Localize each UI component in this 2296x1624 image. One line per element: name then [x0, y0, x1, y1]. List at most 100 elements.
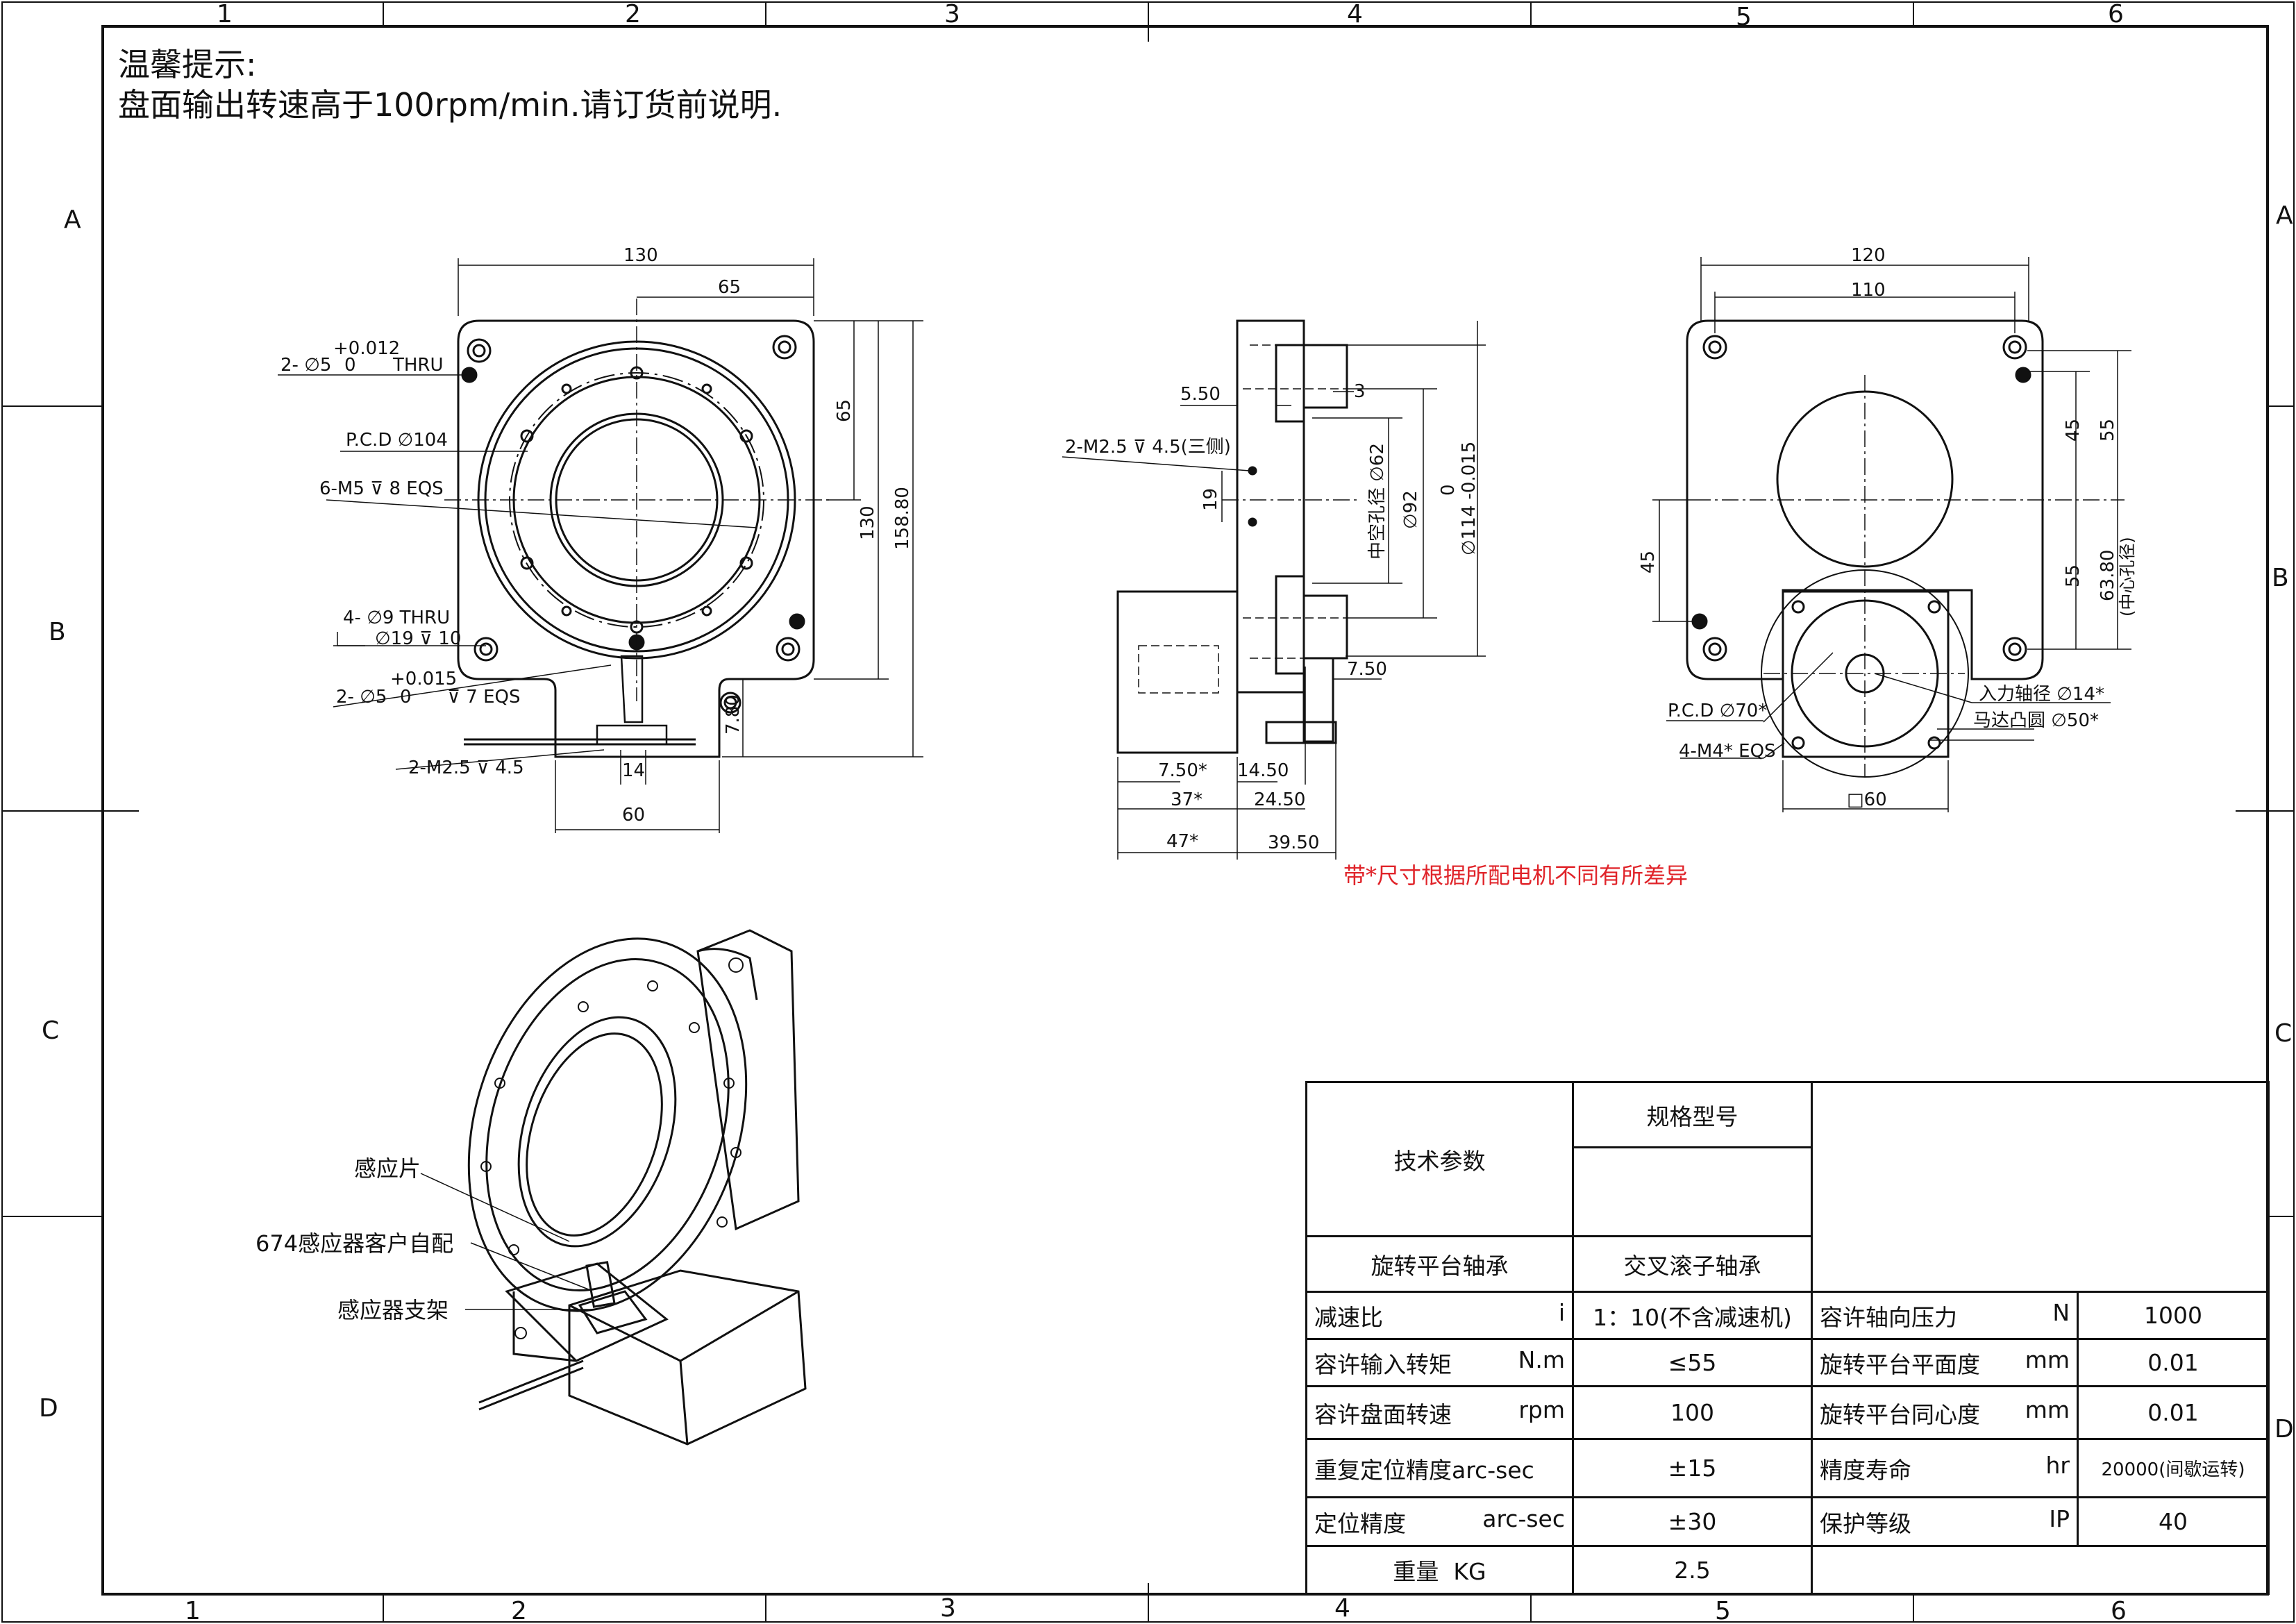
col-label: 4	[1347, 0, 1363, 28]
dim-37: 37*	[1171, 789, 1203, 810]
dim-780: 7.80	[723, 694, 744, 735]
dim-m5: 6-M5 ⊽ 8 EQS	[319, 478, 444, 499]
dim-square-60: □60	[1847, 789, 1887, 810]
dim-right-65: 65	[834, 399, 855, 422]
spec-row-value: 0.01	[2077, 1385, 2270, 1440]
row-label: C	[2274, 1019, 2292, 1048]
blank-title-cell	[1811, 1081, 2270, 1292]
front-view-dimensions: 130 65 +0.012 2- ∅5 0 THRU P.C.D ∅104 6-…	[280, 245, 913, 826]
unit-text: arc-sec	[1482, 1505, 1565, 1532]
blank-footer-cell	[1811, 1545, 2270, 1595]
dim-counterbore: ∅19 ⊽ 10	[375, 628, 461, 649]
dim-nine-thru: 4- ∅9 THRU	[343, 608, 450, 628]
label-text: 保护等级	[1820, 1509, 1911, 1537]
label-text: 容许轴向压力	[1820, 1303, 1957, 1331]
dim-750-right: 7.50	[1347, 659, 1387, 680]
col-label: 2	[511, 1597, 527, 1624]
dim-114-top: 0	[1438, 484, 1459, 496]
frame-labels: 1 2 3 4 5 6 1 2 3 4 5 6 A B C D A B C D	[39, 0, 2294, 1624]
unit-text: hr	[2045, 1451, 2070, 1479]
dim-92: ∅92	[1400, 490, 1421, 529]
dim-550: 5.50	[1180, 384, 1221, 405]
col-label: 5	[1736, 3, 1752, 31]
dim-center-hole: (中心孔径)	[2118, 537, 2137, 617]
variance-note: 带*尺寸根据所配电机不同有所差异	[1343, 862, 1689, 889]
side-view	[1062, 319, 1486, 860]
spec-row-label: 精度寿命 hr	[1811, 1438, 2079, 1498]
weight-unit: KG	[1453, 1558, 1486, 1585]
spec-row-value: ±15	[1572, 1438, 1813, 1498]
dim-750-bottom: 7.50*	[1158, 760, 1207, 781]
dim-width-130: 130	[623, 245, 658, 266]
dim-110: 110	[1851, 280, 1886, 301]
dim-right-158: 158.80	[892, 487, 913, 550]
spec-row-value: ±30	[1572, 1496, 1813, 1547]
label-text: 容许输入转矩	[1314, 1350, 1452, 1378]
dim-120: 120	[1851, 245, 1886, 266]
spec-row-label: 容许盘面转速 rpm	[1305, 1385, 1574, 1440]
dim-19: 19	[1200, 488, 1221, 511]
spec-row-value: 0.01	[2077, 1338, 2270, 1387]
callout-sensor-bracket: 感应器支架	[337, 1297, 449, 1323]
front-view	[278, 258, 923, 833]
spec-row-label: 容许轴向压力 N	[1811, 1291, 2079, 1340]
row-label: B	[49, 618, 66, 646]
dim-14: 14	[622, 760, 645, 781]
dim-m25-three: 2-M2.5 ⊽ 4.5(三侧)	[1065, 437, 1231, 458]
model-header-cell: 规格型号	[1572, 1081, 1813, 1148]
spec-row-label: 旋转平台同心度 mm	[1811, 1385, 2079, 1440]
unit-text: N.m	[1518, 1346, 1565, 1373]
dim-input-shaft: 入力轴径 ∅14*	[1979, 684, 2104, 705]
spec-row-label: 旋转平台平面度 mm	[1811, 1338, 2079, 1387]
side-view-dimensions: 5.50 3 2-M2.5 ⊽ 4.5(三侧) 7.50 7.50* 14.50…	[1065, 381, 1480, 853]
row-label: B	[2272, 564, 2289, 592]
motor-view-dimensions: 120 110 入力轴径 ∅14* 马达凸圆 ∅50* P.C.D ∅70* 4…	[1638, 245, 2137, 810]
dim-half-65: 65	[718, 277, 741, 298]
spec-row-label: 容许输入转矩 N.m	[1305, 1338, 1574, 1387]
dim-3950: 39.50	[1268, 832, 1319, 853]
dim-1450: 14.50	[1237, 760, 1289, 781]
unit-text: mm	[2025, 1346, 2070, 1373]
spec-row-label: 减速比 i	[1305, 1291, 1574, 1340]
label-text: 减速比	[1314, 1303, 1383, 1331]
col-label: 3	[940, 1594, 956, 1623]
unit-text: i	[1558, 1298, 1565, 1326]
bearing-label-cell: 旋转平台轴承	[1305, 1235, 1574, 1293]
spec-row-value: 1000	[2077, 1291, 2270, 1340]
spec-row-value: ≤55	[1572, 1338, 1813, 1387]
dim-motor-boss: 马达凸圆 ∅50*	[1973, 710, 2099, 731]
label-text: 旋转平台同心度	[1820, 1400, 1980, 1428]
dim-3: 3	[1354, 381, 1366, 402]
tech-params-cell: 技术参数	[1305, 1081, 1574, 1237]
spec-row-value: 1：10(不含减速机)	[1572, 1291, 1813, 1340]
spec-row-value: 20000(间歇运转)	[2077, 1438, 2270, 1498]
dim-hole-thru-suffix: THRU	[392, 355, 444, 376]
notice-text: 盘面输出转速高于100rpm/min.请订货前说明.	[118, 86, 782, 124]
unit-text: rpm	[1518, 1396, 1565, 1423]
dim-6380: 63.80	[2097, 550, 2118, 601]
dim-114: ∅114 -0.015	[1459, 442, 1480, 555]
col-label: 6	[2108, 0, 2124, 28]
dim-hole7-tol-low: 0	[400, 687, 412, 708]
unit-text: N	[2052, 1298, 2070, 1326]
label-text: 定位精度	[1314, 1509, 1406, 1537]
row-label: D	[39, 1394, 58, 1423]
col-label: 5	[1715, 1597, 1731, 1624]
dim-pcd70: P.C.D ∅70*	[1668, 701, 1767, 721]
unit-text: mm	[2025, 1396, 2070, 1423]
label-text: 精度寿命	[1820, 1456, 1911, 1484]
dim-45-right: 45	[2063, 419, 2084, 442]
label-text: 容许盘面转速	[1314, 1400, 1452, 1428]
dim-right-130: 130	[857, 505, 878, 540]
label-text: 旋转平台平面度	[1820, 1350, 1980, 1378]
dim-55-right: 55	[2097, 419, 2118, 442]
label-text: 重复定位精度arc-sec	[1314, 1456, 1534, 1484]
dim-m4: 4-M4* EQS	[1679, 741, 1776, 762]
dim-hole-thru-tol: +0.012	[333, 338, 400, 359]
weight-label-cell: 重量 KG	[1305, 1545, 1574, 1595]
notice-title: 温馨提示:	[118, 46, 257, 83]
callout-sensor-plate: 感应片	[354, 1155, 421, 1182]
